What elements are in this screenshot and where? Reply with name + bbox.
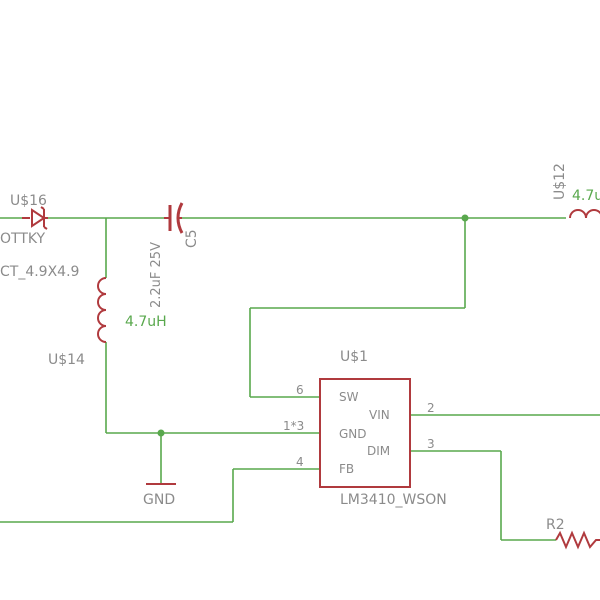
capacitor-symbol [164,202,184,234]
ground-label: GND [143,492,175,508]
resistor-symbol [555,530,600,550]
ic-name: U$1 [340,349,368,365]
ic-pin-gnd-number: 1*3 [283,419,304,433]
ic-pin-fb-label: FB [339,462,354,476]
ic-pin-dim-label: DIM [367,444,390,458]
ic-body [319,378,411,488]
ic-pin-gnd-label: GND [339,427,367,441]
inductor-left-name: U$14 [48,352,85,368]
capacitor-name: C5 [184,229,200,248]
junction-gnd [157,429,165,437]
capacitor-value: 2.2uF 25V [149,242,164,308]
wires [0,214,600,541]
inductor-right-symbol [569,209,600,219]
ic-pin-vin-number: 2 [427,401,435,415]
diode-value: OTTKY [0,231,46,247]
ic-pin-sw-number: 6 [296,383,304,397]
inductor-right-value: 4.7u [572,188,600,204]
inductor-left-package: CT_4.9X4.9 [0,264,79,280]
resistor-name: R2 [546,517,565,533]
ic-pin-fb-number: 4 [296,455,304,469]
ic-pin-sw-label: SW [339,390,359,404]
inductor-left-value: 4.7uH [125,314,167,330]
ic-pin-dim-number: 3 [427,437,435,451]
inductor-left-symbol [97,277,107,343]
diode-name: U$16 [10,193,47,209]
junction-top [461,214,469,222]
ic-value: LM3410_WSON [340,492,447,508]
inductor-right-name: U$12 [552,163,568,200]
schottky-diode-symbol [22,206,48,230]
ic-pin-vin-label: VIN [369,408,390,422]
